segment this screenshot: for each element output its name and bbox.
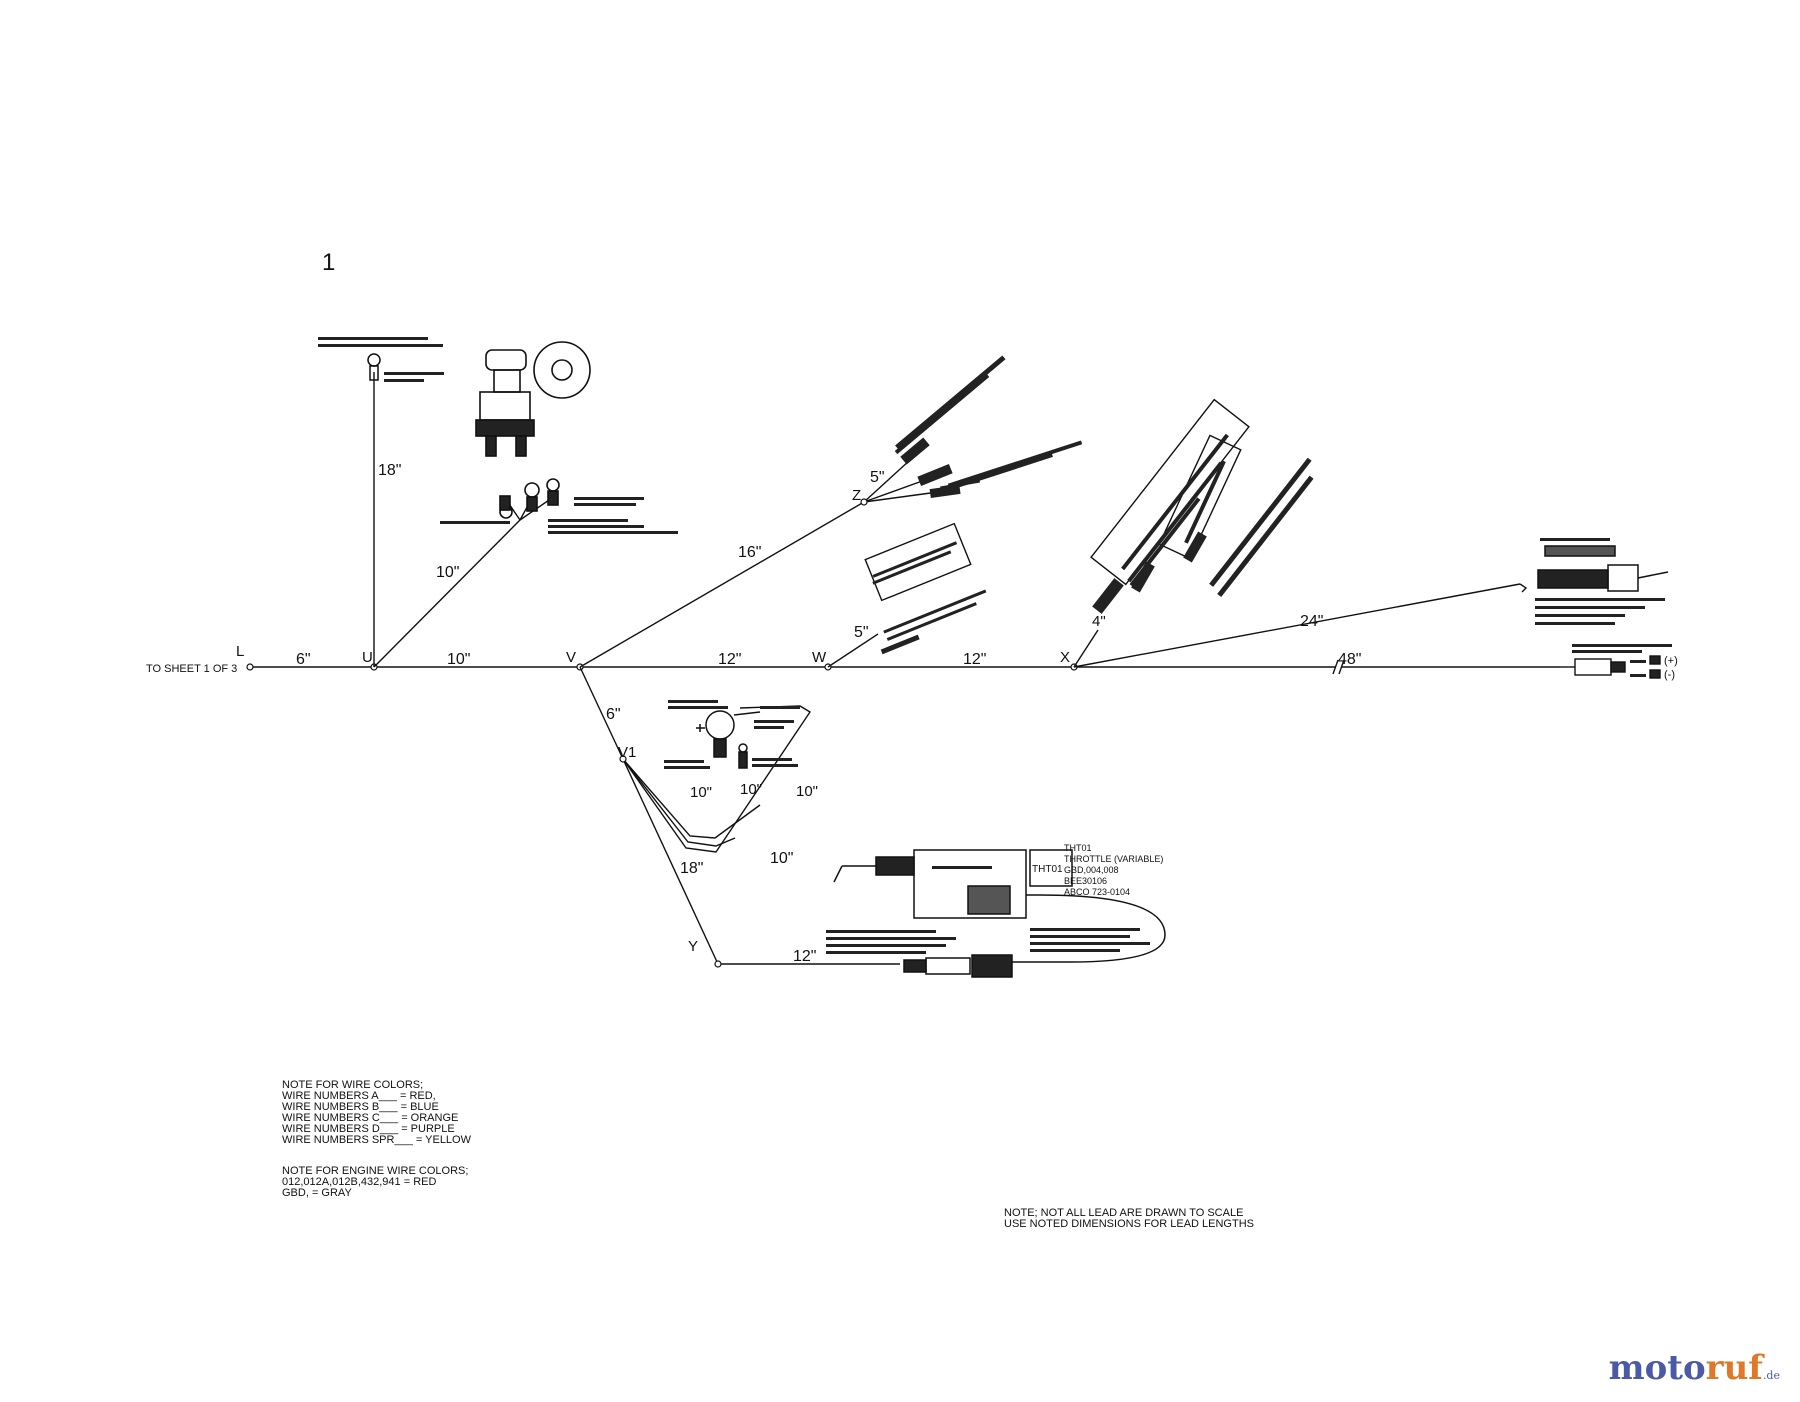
v-z-branch [579,459,939,668]
length-throttle-lead: 10" [770,850,793,867]
ignition-switch-icon [475,341,591,519]
length-x-24: 24" [1300,613,1323,630]
sheet-number: 1 [322,249,335,276]
engine-wire-row: GBD, = GRAY [282,1187,352,1199]
length-v1-b: 10" [740,781,762,798]
node-w-label: W [812,649,827,666]
node-y-label: Y [688,938,698,955]
throttle-note-text [826,866,1150,954]
sensor-connector-icon [1537,545,1669,592]
length-v1-y: 18" [680,860,703,877]
pressure-switch-icon [696,710,761,769]
engine-wire-row: 012,012A,012B,432,941 = RED [282,1176,437,1188]
engine-wire-note-title: NOTE FOR ENGINE WIRE COLORS; [282,1165,469,1177]
pressure-note-text [664,700,800,769]
svg-text:THROTTLE (VARIABLE): THROTTLE (VARIABLE) [1064,854,1163,864]
polarity-minus: (-) [1664,669,1675,681]
w-connector-text [872,541,987,655]
to-sheet-label: TO SHEET 1 OF 3 [146,663,237,675]
sensor-note-text [1535,538,1665,625]
length-v-v1: 6" [606,706,621,723]
wire-color-row: WIRE NUMBERS D___ = PURPLE [282,1123,455,1135]
svg-text:BEE30106: BEE30106 [1064,876,1107,886]
polarity-plus: (+) [1664,655,1678,667]
node-l-label: L [236,643,244,660]
u-branches [373,372,553,668]
node-u-label: U [362,649,373,666]
wire-color-note: NOTE FOR WIRE COLORS; WIRE NUMBERS A___ … [282,1080,471,1146]
node-v1-label: V1 [618,744,636,761]
throttle-part-info: THT01 THROTTLE (VARIABLE) GBD,004,008 BE… [1064,843,1163,897]
length-v-z: 16" [738,544,761,561]
ignition-note-text [440,497,678,534]
length-x-end: 48" [1338,651,1361,668]
length-u-switch: 10" [436,564,459,581]
battery-terminal-icon [367,353,381,381]
end-connectors [1574,655,1661,679]
node-z [860,498,868,506]
node-y [714,960,722,968]
wire-color-row: WIRE NUMBERS A___ = RED, [282,1090,436,1102]
length-v1-c: 10" [796,783,818,800]
length-y-12: 12" [793,948,816,965]
length-z-branch: 5" [870,469,885,486]
length-v-w: 12" [718,651,741,668]
svg-text:THT01: THT01 [1064,843,1092,853]
wire-color-row: WIRE NUMBERS SPR___ = YELLOW [282,1134,471,1146]
wire-color-row: WIRE NUMBERS C___ = ORANGE [282,1112,459,1124]
length-l-u: 6" [296,651,311,668]
length-v1-a: 10" [690,784,712,801]
length-u-battery: 18" [378,462,401,479]
battery-note-text [318,337,444,382]
throttle-box-label: THT01 [1032,864,1063,875]
length-x-branch: 4" [1092,613,1106,630]
scale-note: NOTE; NOT ALL LEAD ARE DRAWN TO SCALE US… [1004,1208,1254,1230]
wire-color-note-title: NOTE FOR WIRE COLORS; [282,1079,424,1091]
length-u-v: 10" [447,651,470,668]
main-trunk [250,659,1575,675]
z-connectors [894,355,1083,499]
x-connector-text [1092,433,1314,614]
w-branch [827,522,972,668]
motoruf-logo: motoruf.de [1608,1348,1780,1388]
end-note-text [1572,644,1672,677]
v-v1-y-branch [579,666,900,965]
node-v1 [619,755,627,763]
node-z-label: Z [852,487,861,504]
svg-text:ABCO 723-0104: ABCO 723-0104 [1064,887,1130,897]
wire-color-row: WIRE NUMBERS B___ = BLUE [282,1101,439,1113]
throttle-icon [833,849,1166,978]
scale-note-row: USE NOTED DIMENSIONS FOR LEAD LENGTHS [1004,1218,1254,1230]
scale-note-row: NOTE; NOT ALL LEAD ARE DRAWN TO SCALE [1004,1207,1244,1219]
node-x-label: X [1060,649,1070,666]
length-w-x: 12" [963,651,986,668]
length-w-branch: 5" [854,624,869,641]
engine-wire-note: NOTE FOR ENGINE WIRE COLORS; 012,012A,01… [282,1166,468,1199]
svg-text:GBD,004,008: GBD,004,008 [1064,865,1119,875]
node-v-label: V [566,649,576,666]
